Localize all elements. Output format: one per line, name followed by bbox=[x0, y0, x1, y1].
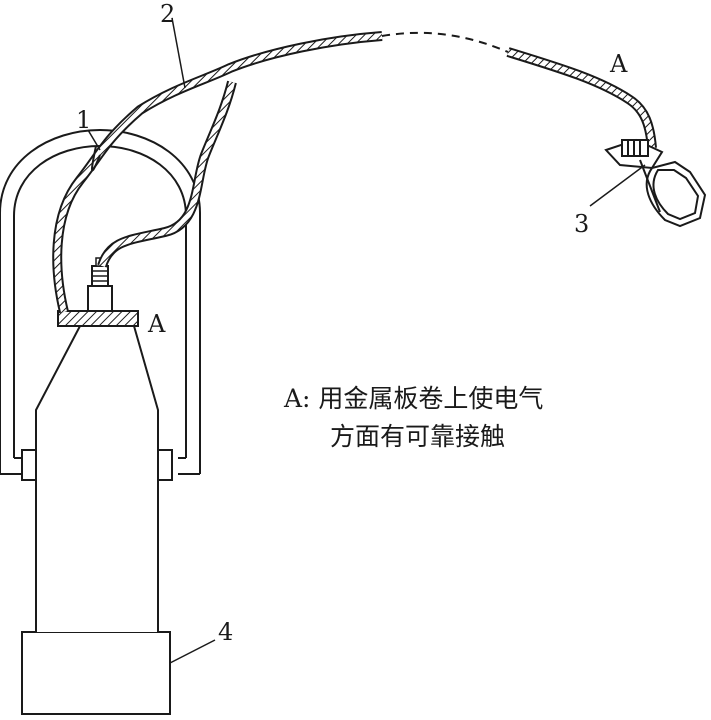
leader-1 bbox=[87, 129, 101, 151]
neck-plate bbox=[57, 310, 139, 327]
label-3: 3 bbox=[574, 210, 589, 238]
note-line-2: 方面有可靠接触 bbox=[330, 422, 506, 451]
label-4: 4 bbox=[218, 618, 233, 646]
leader-3 bbox=[589, 164, 646, 207]
leader-4 bbox=[169, 639, 216, 664]
ground-wire bbox=[91, 145, 101, 172]
torch-clamp bbox=[604, 138, 707, 228]
label-a-clamp: A bbox=[609, 50, 628, 78]
left-clamp bbox=[21, 449, 37, 481]
leader-2 bbox=[171, 17, 186, 89]
label-a-bottle: A bbox=[147, 310, 166, 338]
hose-dashed-gap bbox=[381, 31, 509, 53]
valve bbox=[87, 257, 113, 312]
branch-hose bbox=[97, 80, 237, 268]
note-line-1: A: 用金属板卷上使电气 bbox=[284, 384, 544, 413]
label-2: 2 bbox=[160, 0, 175, 28]
label-1: 1 bbox=[76, 106, 91, 134]
base-box bbox=[21, 631, 171, 715]
right-clamp bbox=[157, 449, 173, 481]
cylinder-body bbox=[35, 325, 159, 632]
